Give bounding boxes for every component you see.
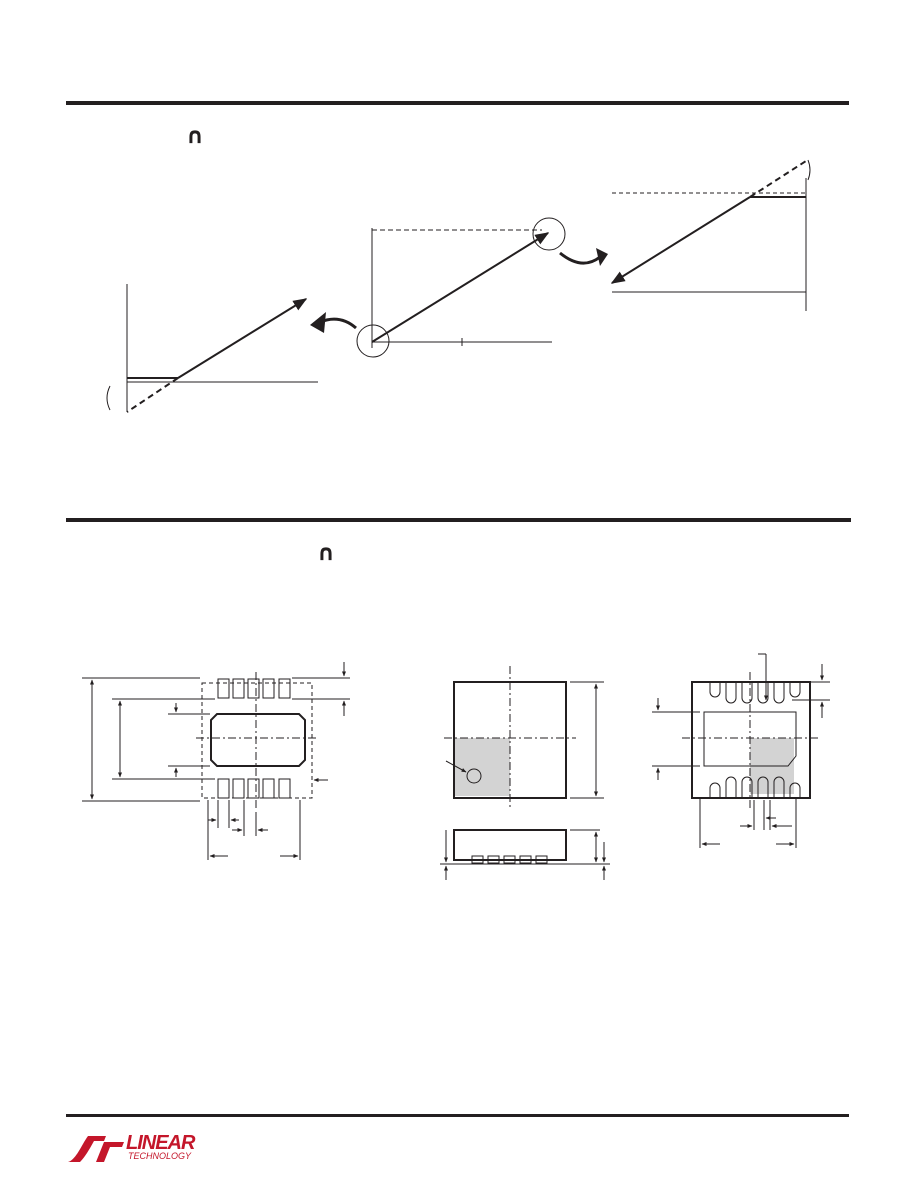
company-logo: LINEAR TECHNOLOGY — [66, 1132, 196, 1166]
transfer-function-diagram — [106, 159, 811, 413]
zoom-arrowhead-left — [310, 312, 326, 333]
section-glyph-top: ∩ — [186, 124, 204, 149]
logo-sub: TECHNOLOGY — [128, 1151, 192, 1161]
section-rule-bottom — [66, 1114, 849, 1117]
package-bottom-view — [652, 653, 830, 848]
recommended-footprint-drawing — [82, 662, 350, 860]
section-rule-top — [66, 101, 849, 105]
logo-word: LINEAR — [126, 1132, 195, 1154]
zoom-arrowhead-right — [596, 248, 608, 266]
zoom-arrow-right — [559, 251, 601, 265]
section-rule-middle — [66, 518, 851, 522]
package-side-view — [440, 829, 610, 880]
zoom-arrow-left — [319, 317, 357, 330]
section-glyph-middle: ∩ — [317, 541, 335, 566]
package-top-view — [444, 666, 604, 808]
lt-logo-icon — [68, 1136, 124, 1162]
